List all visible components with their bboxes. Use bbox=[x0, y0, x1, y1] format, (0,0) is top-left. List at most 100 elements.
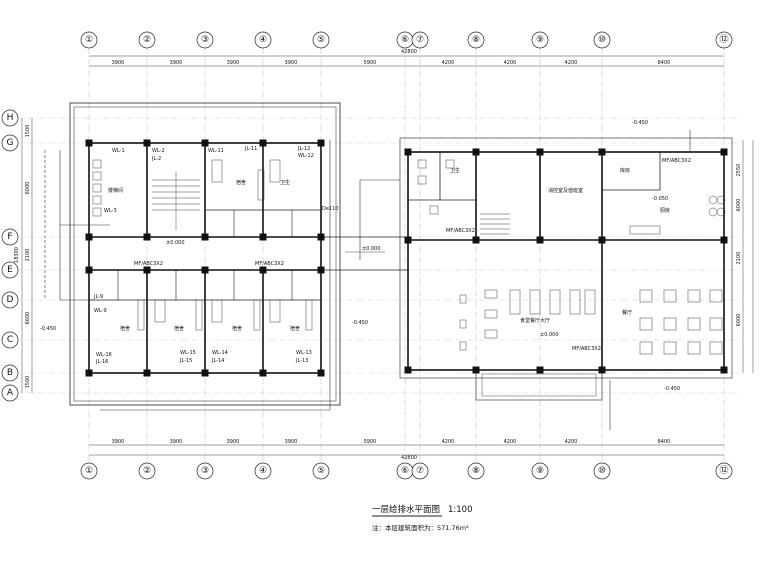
axis-bubble: ⑦ bbox=[411, 31, 429, 49]
axis-bubble: B bbox=[1, 364, 19, 382]
axis-label: ① bbox=[85, 35, 93, 45]
room-dorm: 宿舍 bbox=[120, 325, 130, 332]
dim-top-span: 4200 bbox=[504, 60, 517, 66]
axis-label: ⑥ bbox=[401, 35, 409, 45]
axis-bubble: ⑫ bbox=[715, 31, 733, 49]
dim-bottom-span: 4200 bbox=[504, 439, 517, 445]
title-text: 一层给排水平面图 bbox=[372, 504, 440, 515]
level-mark: ±0.000 bbox=[540, 332, 559, 338]
level-mark: -0.050 bbox=[652, 196, 668, 202]
axis-label: D bbox=[7, 295, 14, 305]
column bbox=[720, 366, 728, 374]
axis-label: G bbox=[7, 138, 14, 148]
dim-right-span: 6000 bbox=[736, 199, 742, 212]
column bbox=[317, 369, 325, 377]
axis-grid bbox=[16, 48, 740, 462]
dining-tables bbox=[639, 289, 723, 355]
pipe-tag: JL-16 bbox=[95, 359, 108, 365]
axis-label: B bbox=[7, 368, 13, 378]
dim-bottom-span: 3900 bbox=[285, 439, 298, 445]
room-wc: 卫生 bbox=[280, 179, 290, 186]
axis-bubble: ② bbox=[138, 462, 156, 480]
axis-label: ⑥ bbox=[401, 466, 409, 476]
column bbox=[598, 148, 606, 156]
pipe-tag: WL-2 bbox=[152, 148, 165, 154]
column bbox=[259, 369, 267, 377]
room-kitchen: 厨房 bbox=[660, 207, 670, 214]
pipe-tag: JL-15 bbox=[179, 358, 192, 364]
axis-label: ⑨ bbox=[536, 35, 544, 45]
pipe-tag: WL-11 bbox=[208, 148, 224, 154]
dim-top-span: 4200 bbox=[565, 60, 578, 66]
axis-bubble: ③ bbox=[196, 462, 214, 480]
room-dining: 餐厅 bbox=[622, 309, 632, 316]
axis-bubble: E bbox=[1, 261, 19, 279]
column bbox=[85, 266, 93, 274]
pipe-tag: WL-13 bbox=[296, 350, 312, 356]
axis-label: ② bbox=[143, 35, 151, 45]
dim-left-total: 18300 bbox=[14, 247, 20, 263]
dim-right-span: 6000 bbox=[736, 314, 742, 327]
right-dimensions: 2550 6000 2100 6000 bbox=[736, 140, 754, 373]
dim-top-total: 42800 bbox=[401, 49, 417, 55]
axis-bubble: ⑨ bbox=[531, 31, 549, 49]
title-scale: 1:100 bbox=[448, 505, 473, 515]
axis-bubble: ⑧ bbox=[467, 462, 485, 480]
axis-label: ⑤ bbox=[317, 466, 325, 476]
column bbox=[201, 233, 209, 241]
pipe-tag: MF/ABC3X2 bbox=[662, 158, 691, 164]
left-dimensions: 18300 1500 6000 2100 6600 1500 bbox=[14, 118, 33, 393]
axis-label: ② bbox=[143, 466, 151, 476]
drawing-title: 一层给排水平面图 1:100 注：本层建筑面积为：571.76m² bbox=[372, 504, 473, 532]
dim-bottom-span: 8400 bbox=[658, 439, 671, 445]
dim-bottom-span: 5900 bbox=[364, 439, 377, 445]
pipe-tag: WL-3 bbox=[104, 208, 117, 214]
dim-top-span: 4200 bbox=[442, 60, 455, 66]
column bbox=[598, 236, 606, 244]
level-mark: -0.450 bbox=[664, 386, 680, 392]
dim-left-span: 6000 bbox=[25, 182, 31, 195]
axis-bubble: ⑩ bbox=[593, 462, 611, 480]
axis-label: ① bbox=[85, 466, 93, 476]
plumbing-pipes bbox=[44, 130, 691, 430]
axis-label: H bbox=[7, 113, 14, 123]
column bbox=[598, 366, 606, 374]
axis-bubble: G bbox=[1, 134, 19, 152]
column bbox=[143, 233, 151, 241]
dim-top-span: 5900 bbox=[364, 60, 377, 66]
pipe-tag: MF/ABC3X2 bbox=[572, 346, 601, 352]
column bbox=[85, 369, 93, 377]
dim-top-span: 3900 bbox=[227, 60, 240, 66]
column bbox=[536, 148, 544, 156]
column bbox=[536, 366, 544, 374]
axis-bubble: F bbox=[1, 228, 19, 246]
axis-bubble: ⑤ bbox=[312, 31, 330, 49]
level-mark: -0.450 bbox=[352, 320, 368, 326]
column bbox=[143, 139, 151, 147]
area-note: 注：本层建筑面积为：571.76m² bbox=[372, 523, 469, 532]
axis-bubble: ④ bbox=[254, 31, 272, 49]
axis-label: ⑤ bbox=[317, 35, 325, 45]
corridor-link bbox=[321, 236, 408, 271]
dim-bottom-span: 4200 bbox=[442, 439, 455, 445]
dim-top-span: 3900 bbox=[170, 60, 183, 66]
axis-bubble: ④ bbox=[254, 462, 272, 480]
axis-label: ⑧ bbox=[472, 35, 480, 45]
axis-label: ⑩ bbox=[598, 466, 606, 476]
column bbox=[201, 369, 209, 377]
pipe-tag: WL-15 bbox=[180, 350, 196, 356]
column bbox=[536, 236, 544, 244]
dim-right-span: 2550 bbox=[736, 164, 742, 177]
pipe-tag: MF/ABC3X2 bbox=[446, 228, 475, 234]
column bbox=[404, 236, 412, 244]
dim-bottom-total: 42800 bbox=[401, 455, 417, 461]
column bbox=[143, 266, 151, 274]
dim-bottom-span: 3900 bbox=[170, 439, 183, 445]
pipe-tag: WL-1 bbox=[112, 148, 125, 154]
axis-label: ③ bbox=[201, 466, 209, 476]
bottom-dimensions: 3900 3900 3900 3900 5900 4200 4200 4200 … bbox=[89, 439, 724, 461]
axis-bubble: ⑤ bbox=[312, 462, 330, 480]
room-dorm: 宿舍 bbox=[236, 179, 246, 186]
